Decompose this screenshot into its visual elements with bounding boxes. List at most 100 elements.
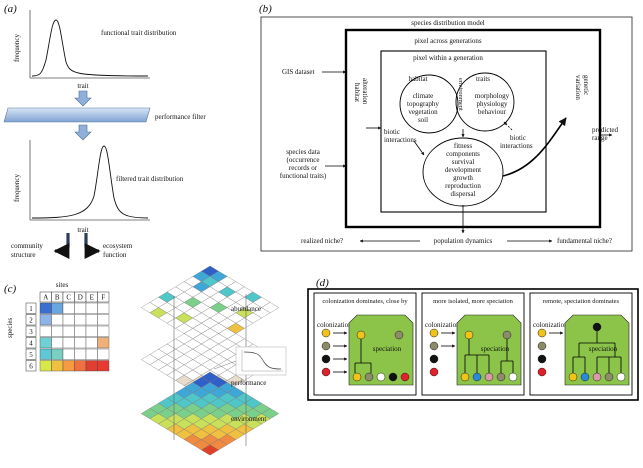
performance-filter-bar (3, 107, 151, 123)
down-arrow-icon (74, 124, 92, 141)
matrix-cell (62, 337, 75, 349)
fundamental-niche-label: fundamental niche? (557, 237, 612, 245)
colonist-dot (429, 341, 439, 351)
traits-behaviour: behaviour (478, 108, 507, 116)
colonist-dot (321, 328, 331, 338)
pixel-across-generations-box (344, 28, 602, 229)
trait-axis-label-bottom: trait (77, 226, 88, 234)
environment-layer (140, 371, 280, 456)
traits-circle (455, 72, 515, 132)
colonist-dot (321, 367, 331, 377)
phylogeny-branch (354, 339, 372, 373)
scenario-title: remote, speciation dominates (543, 298, 619, 305)
panel-b: (b) species distribution model pixel acr… (259, 3, 633, 252)
fitness-line6: reproduction (445, 182, 481, 190)
top-distribution-plot: frequency trait functional trait distrib… (13, 10, 177, 90)
colonist-dot (429, 367, 439, 377)
species-dot (472, 372, 482, 382)
fitness-line1: fitness (454, 142, 473, 150)
matrix-cell (74, 348, 87, 360)
matrix-cell (85, 302, 98, 314)
gis-dataset-label: GIS dataset (282, 68, 315, 76)
species-dot (568, 372, 578, 382)
species-dot (604, 372, 614, 382)
bottom-distribution-plot: frequency trait filtered trait distribut… (13, 140, 184, 234)
speciation-scenario-box: more isolated, more speciationcolonizati… (421, 292, 525, 396)
performance-inset (235, 346, 287, 376)
frequency-axis-label-top: frequency (13, 34, 21, 62)
pixel-across-generations-title: pixel across generations (414, 37, 482, 45)
realized-niche-label: realized niche? (301, 237, 343, 245)
matrix-cell (97, 348, 110, 360)
phylogeny-branch (464, 339, 514, 373)
fitness-line4: development (445, 166, 481, 174)
panel-b-label: (b) (259, 3, 272, 15)
filtered-distribution-curve (31, 145, 149, 219)
panel-d-frame (307, 288, 639, 401)
matrix-cell (62, 360, 75, 372)
genetic-variation-line2: variation (574, 75, 582, 100)
species-dot (376, 372, 386, 382)
scenario-title: colonization dominates, close by (322, 298, 408, 305)
species-dot (364, 372, 374, 382)
filtered-trait-distribution-label: filtered trait distribution (116, 175, 184, 183)
abundance-label: abundance (231, 305, 261, 313)
species-distribution-model-title: species distribution model (411, 19, 485, 27)
species-row-header: 4 (29, 340, 33, 348)
species-dot (592, 372, 602, 382)
speciation-scenario-box: colonization dominates, close bycoloniza… (313, 292, 417, 396)
biotic-right-line2: interactions (500, 142, 533, 150)
matrix-cell (51, 325, 64, 337)
fitness-line2: components (446, 150, 480, 158)
community-label-line1: community (11, 242, 43, 250)
matrix-cell (51, 337, 64, 349)
habitat-heading: habitat (408, 75, 427, 83)
habitat-circle (399, 74, 459, 134)
habitat-alteration-line1: habitat (353, 83, 361, 102)
community-label-line2: structure (11, 251, 36, 259)
matrix-cell (97, 314, 110, 326)
colonization-label: colonization (425, 321, 460, 329)
species-dot (460, 372, 470, 382)
matrix-cell (97, 360, 110, 372)
population-dynamics-label: population dynamics (434, 237, 493, 245)
abundance-matrix (39, 302, 110, 372)
trait-axis-label-top: trait (77, 82, 88, 90)
colonist-dot (537, 328, 547, 338)
matrix-cell (97, 325, 110, 337)
biotic-right-line1: biotic (510, 134, 526, 142)
site-column-header: A (43, 294, 48, 302)
colonization-label: colonization (533, 321, 568, 329)
species-distribution-model-box (260, 16, 633, 252)
species-data-line1: species data (286, 148, 321, 156)
species-row-header: 6 (29, 363, 33, 371)
environment-label: environment (457, 78, 464, 111)
panel-d-label: (d) (316, 277, 329, 289)
species-dot (388, 372, 398, 382)
habitat-topography: topography (407, 100, 439, 108)
matrix-cell (51, 348, 64, 360)
layer-cell (201, 444, 219, 456)
colonist-dot (537, 341, 547, 351)
matrix-cell (74, 325, 87, 337)
traits-morphology: morphology (475, 92, 510, 100)
colonist-dot (429, 354, 439, 364)
performance-curve (243, 351, 282, 370)
panel-c-label: (c) (4, 283, 17, 295)
speciation-label: speciation (373, 345, 402, 353)
pixel-within-generation-box (380, 50, 547, 213)
matrix-cell (85, 348, 98, 360)
site-column-header: C (66, 294, 71, 302)
ancestor-dot (356, 330, 366, 340)
matrix-cell (74, 314, 87, 326)
trait-distribution-curve (31, 19, 149, 77)
species-dot (496, 372, 506, 382)
sites-label: sites (56, 281, 69, 289)
site-column-header: F (101, 294, 105, 302)
ecosystem-label-line1: ecosystem (103, 242, 133, 250)
ecosystem-label-line2: function (103, 251, 127, 259)
performance-filter-label: performance filter (155, 113, 206, 121)
performance-label: performance (231, 379, 266, 387)
